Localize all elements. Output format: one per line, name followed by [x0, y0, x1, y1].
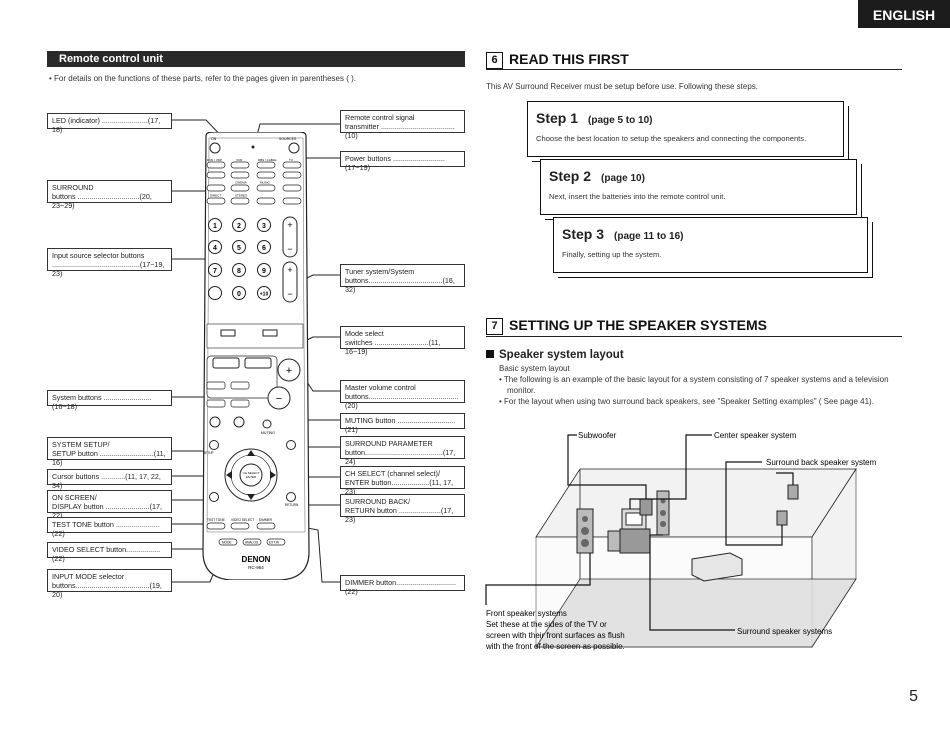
svg-text:ENTER: ENTER — [246, 475, 257, 479]
divider — [486, 69, 902, 70]
svg-text:VCR: VCR — [236, 158, 243, 162]
svg-text:−: − — [287, 289, 292, 299]
svg-text:ON: ON — [211, 137, 217, 141]
svg-text:VIDEO SELECT: VIDEO SELECT — [231, 518, 254, 522]
svg-text:0: 0 — [237, 291, 241, 298]
svg-text:Set these at the sides of the: Set these at the sides of the TV or — [486, 620, 607, 629]
svg-text:−: − — [287, 244, 292, 254]
speaker-layout-diagram: Subwoofer Center speaker system Surround… — [485, 431, 877, 651]
section-7-heading: 7 SETTING UP THE SPEAKER SYSTEMS — [486, 317, 767, 335]
svg-text:STEREO: STEREO — [235, 194, 248, 198]
callout-on-screen: ON SCREEN/DISPLAY button ...............… — [47, 490, 172, 520]
section-6-heading: 6 READ THIS FIRST — [486, 51, 629, 69]
svg-text:7: 7 — [213, 268, 217, 275]
svg-text:8: 8 — [237, 268, 241, 275]
svg-text:DVD / VDP: DVD / VDP — [207, 158, 222, 162]
section-7-title: SETTING UP THE SPEAKER SYSTEMS — [509, 317, 768, 333]
svg-text:DIMMER: DIMMER — [259, 518, 273, 522]
section-6-title: READ THIS FIRST — [509, 51, 629, 67]
svg-text:RETURN: RETURN — [285, 503, 299, 507]
svg-text:MUSIC: MUSIC — [260, 181, 271, 185]
svg-text:+: + — [286, 365, 292, 377]
callout-surround-back: SURROUND BACK/RETURN button ............… — [340, 494, 465, 524]
callout-led: LED (indicator) .......................(… — [47, 113, 172, 134]
remote-control-illustration: ON SOURCES DVD / VDP VCR DBS / CABLE TV … — [202, 132, 310, 580]
svg-text:MUTING: MUTING — [261, 431, 275, 435]
svg-text:ANALOG: ANALOG — [245, 541, 259, 545]
svg-text:MODE: MODE — [222, 541, 232, 545]
svg-text:4: 4 — [213, 245, 217, 252]
language-tab: ENGLISH — [858, 0, 950, 28]
section-title-remote: Remote control unit — [47, 51, 465, 67]
step-1-card: Step 1(page 5 to 10) Choose the best loc… — [527, 101, 844, 157]
svg-text:DENON: DENON — [242, 555, 271, 564]
svg-text:9: 9 — [262, 268, 266, 275]
svg-text:1: 1 — [213, 223, 217, 230]
svg-text:+10: +10 — [260, 292, 269, 298]
svg-text:DIRECT: DIRECT — [210, 194, 221, 198]
callout-ch-select: CH SELECT (channel select)/ENTER button.… — [340, 466, 465, 496]
section-6-intro: This AV Surround Receiver must be setup … — [486, 82, 758, 91]
speaker-layout-heading: Speaker system layout — [486, 349, 624, 361]
svg-text:+: + — [287, 265, 292, 275]
page-number: 5 — [909, 688, 918, 705]
svg-text:SOURCES: SOURCES — [279, 137, 297, 141]
svg-text:Front speaker systems: Front speaker systems — [486, 609, 567, 618]
svg-text:Center speaker system: Center speaker system — [714, 431, 797, 440]
svg-text:with the front of the screen a: with the front of the screen as possible… — [485, 642, 625, 651]
callout-input-source: Input source selector buttons...........… — [47, 248, 172, 278]
svg-text:Surround back speaker system: Surround back speaker system — [766, 458, 877, 467]
svg-text:6: 6 — [262, 245, 266, 252]
callout-system-setup: SYSTEM SETUP/SETUP button ..............… — [47, 437, 172, 467]
callout-test-tone: TEST TONE button ......................(… — [47, 517, 172, 538]
section-7-number: 7 — [486, 317, 503, 335]
svg-text:SETUP: SETUP — [203, 451, 214, 455]
svg-text:−: − — [276, 393, 282, 405]
callout-cursor: Cursor buttons ............(11, 17, 22, … — [47, 469, 172, 490]
svg-text:EXT.IN: EXT.IN — [269, 541, 280, 545]
callout-dimmer: DIMMER button...........................… — [340, 575, 465, 596]
callout-video-select: VIDEO SELECT button.................(22) — [47, 542, 172, 563]
svg-text:Surround speaker systems: Surround speaker systems — [737, 627, 832, 636]
svg-text:screen with their front surfac: screen with their front surfaces as flus… — [486, 631, 625, 640]
svg-text:3: 3 — [262, 223, 266, 230]
step-3-card: Step 3(page 11 to 16) Finally, setting u… — [553, 217, 868, 273]
svg-text:TV: TV — [289, 158, 293, 162]
svg-text:RC-964: RC-964 — [248, 565, 264, 570]
square-bullet-icon — [486, 350, 494, 358]
svg-text:2: 2 — [237, 223, 241, 230]
svg-text:CH SELECT: CH SELECT — [243, 471, 260, 475]
svg-text:+: + — [287, 220, 292, 230]
divider — [486, 336, 902, 337]
svg-text:Subwoofer: Subwoofer — [578, 431, 617, 440]
callout-muting: MUTING button ..........................… — [340, 413, 465, 434]
svg-text:5: 5 — [237, 245, 241, 252]
remote-note: • For details on the functions of these … — [49, 74, 356, 83]
basic-layout-caption: Basic system layout — [499, 364, 570, 373]
callout-power: Power buttons ..........................… — [340, 151, 465, 172]
svg-text:TEST TONE: TEST TONE — [207, 518, 225, 522]
layout-bullets: • The following is an example of the bas… — [499, 375, 889, 406]
step-2-card: Step 2(page 10) Next, insert the batteri… — [540, 159, 857, 215]
svg-text:CINEMA: CINEMA — [235, 181, 247, 185]
section-6-number: 6 — [486, 51, 503, 69]
callout-system-buttons: System buttons ........................(… — [47, 390, 172, 411]
svg-text:DBS / CABLE: DBS / CABLE — [258, 158, 277, 162]
